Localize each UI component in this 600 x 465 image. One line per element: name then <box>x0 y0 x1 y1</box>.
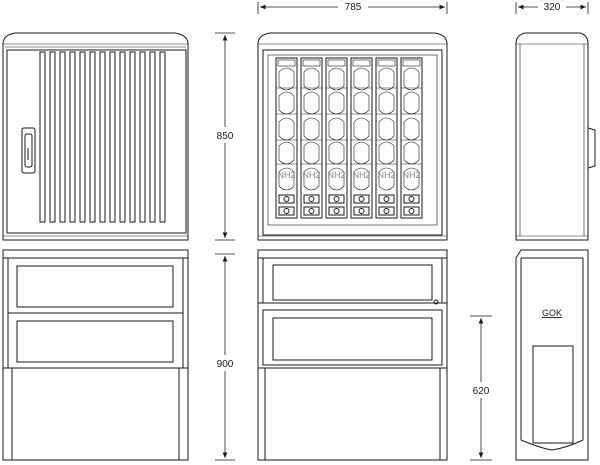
mounting-plate <box>267 54 438 226</box>
upper-cabinet-open <box>257 32 448 241</box>
upper-cabinet-side <box>515 32 589 241</box>
depth-label: 320 <box>544 2 561 13</box>
lower-height-label: 900 <box>217 359 234 370</box>
base-socket <box>2 249 189 461</box>
front-view-closed <box>2 32 189 461</box>
dimension-width: 785 <box>257 0 448 14</box>
dimension-upper: 850 <box>212 32 238 241</box>
cabinet-door <box>6 49 187 234</box>
ventilation-slat <box>149 51 156 223</box>
side-handle <box>587 127 596 169</box>
upper-height-label: 850 <box>217 131 234 142</box>
foundation-height-label: 620 <box>473 386 490 397</box>
ventilation-slat <box>69 51 76 223</box>
ventilation-slat <box>159 51 166 223</box>
fuse-label: NH2 <box>277 170 295 180</box>
fuse-label: NH2 <box>402 170 420 180</box>
fuse-strips: NH2 NH2 NH2 NH2 NH2 NH2 <box>275 57 423 219</box>
dimension-depth: 320 <box>515 0 589 14</box>
ventilation-slat <box>139 51 146 223</box>
fuse-strip: NH2 <box>300 57 323 219</box>
fuse-strip: NH2 <box>400 57 423 219</box>
base-panel-lower <box>16 320 174 363</box>
ventilation-slat <box>129 51 136 223</box>
fuse-strip: NH2 <box>375 57 398 219</box>
fuse-strip: NH2 <box>325 57 348 219</box>
ventilation-slats <box>39 51 166 223</box>
ventilation-slat <box>39 51 46 223</box>
ventilation-slat <box>89 51 96 223</box>
ventilation-slat <box>119 51 126 223</box>
side-view: 320 GOK <box>515 0 596 461</box>
fuse-label: NH2 <box>327 170 345 180</box>
fuse-label: NH2 <box>352 170 370 180</box>
fuse-label: NH2 <box>377 170 395 180</box>
cable-entry-cutout <box>532 345 574 444</box>
base-panel-upper <box>16 265 174 308</box>
ventilation-slat <box>59 51 66 223</box>
width-label: 785 <box>345 2 362 13</box>
ventilation-slat <box>109 51 116 223</box>
fuse-strip: NH2 <box>275 57 298 219</box>
ground-level-label: GOK <box>542 308 562 318</box>
base-socket-open <box>257 249 448 461</box>
ventilation-slat <box>99 51 106 223</box>
dimension-foundation: 620 <box>468 315 494 461</box>
fuse-label: NH2 <box>302 170 320 180</box>
fuse-strip: NH2 <box>350 57 373 219</box>
front-view-open: 785 NH2 NH2 NH2 NH2 NH2 NH2 <box>257 0 448 461</box>
ventilation-slat <box>79 51 86 223</box>
dimension-lower: 900 <box>212 253 238 461</box>
ventilation-slat <box>49 51 56 223</box>
base-socket-side <box>515 249 589 461</box>
